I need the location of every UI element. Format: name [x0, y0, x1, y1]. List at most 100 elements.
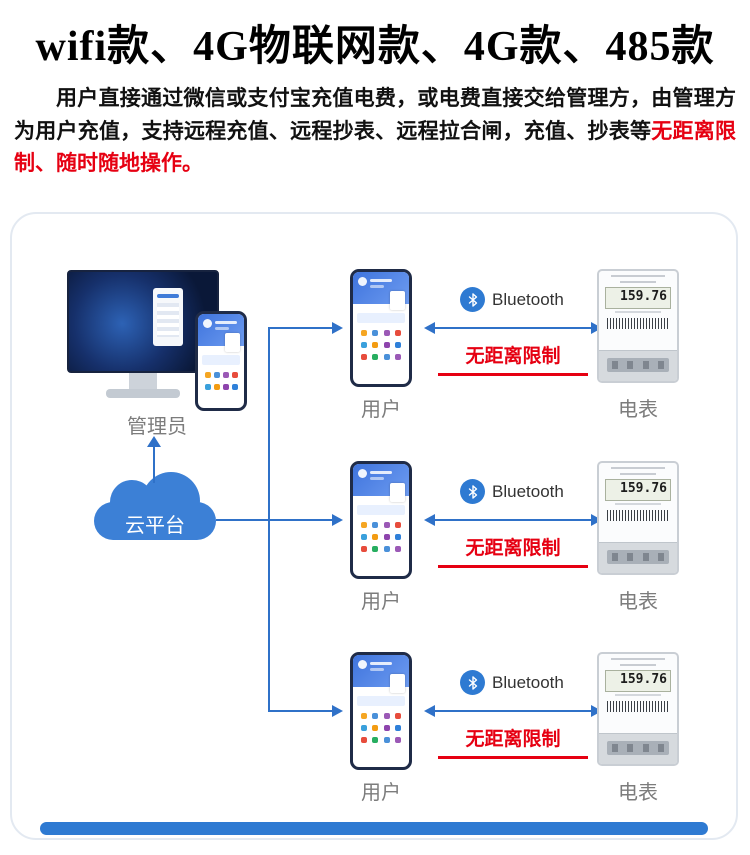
app-icon-dot [204, 372, 211, 378]
monitor-stand-neck [129, 373, 157, 389]
app-icon-dot [213, 384, 220, 390]
row-arrow-line [270, 327, 332, 329]
text-line [370, 477, 384, 480]
app-icon-dot [372, 330, 379, 336]
diagram-panel: 管理员 云平台 用户 Blueto [10, 212, 738, 840]
flow-row: 用户 Bluetooth 无距离限制 159.76 电表 [342, 269, 722, 429]
app-icon-dot [231, 372, 238, 378]
dashboard-card [153, 288, 183, 346]
meter-text-line [620, 281, 656, 283]
app-icon-dot [360, 354, 367, 360]
meter-terminal-block [607, 741, 669, 755]
app-header [353, 272, 409, 310]
app-icon-dot [395, 725, 402, 731]
cloud-to-admin-arrow-line [153, 447, 155, 483]
app-card [390, 483, 405, 502]
avatar [358, 469, 367, 478]
no-distance-limit-label: 无距离限制 [438, 533, 588, 568]
footer-bar [40, 822, 708, 835]
app-icon-dot [372, 713, 379, 719]
app-card [225, 333, 240, 352]
app-icon-dot [372, 534, 379, 540]
app-icon-dot [395, 522, 402, 528]
app-icon-dot [395, 342, 402, 348]
user-label: 用户 [361, 782, 401, 804]
electric-meter-illustration: 159.76 [597, 269, 679, 383]
row-arrow-head [332, 705, 343, 717]
app-icon-dot [360, 534, 367, 540]
row-arrow-head [332, 322, 343, 334]
app-icon-dot [360, 713, 367, 719]
row-arrow-line [270, 519, 332, 521]
meter-lower-housing [599, 350, 677, 381]
app-icon-dot [395, 534, 402, 540]
app-icon-dot [383, 342, 390, 348]
no-distance-limit-label: 无距离限制 [438, 341, 588, 376]
app-icon-dot [383, 354, 390, 360]
flow-row: 用户 Bluetooth 无距离限制 159.76 电表 [342, 461, 722, 621]
app-banner [202, 355, 240, 365]
avatar [203, 319, 212, 328]
intro-paragraph: 用户直接通过微信或支付宝充值电费，或电费直接交给管理方，由管理方为用户充值，支持… [14, 83, 736, 181]
app-icon-dot [383, 725, 390, 731]
app-card [390, 291, 405, 310]
text-line [370, 662, 392, 665]
app-icon-dot [360, 737, 367, 743]
user-label: 用户 [361, 399, 401, 421]
bluetooth-icon [460, 670, 485, 695]
meter-barcode [607, 701, 669, 712]
app-header [353, 464, 409, 502]
text-line [370, 471, 392, 474]
user-label: 用户 [361, 591, 401, 613]
app-icon-dot [360, 330, 367, 336]
bluetooth-label: Bluetooth [492, 290, 564, 309]
meter-text-line [614, 503, 662, 505]
app-card [390, 674, 405, 693]
flow-row: 用户 Bluetooth 无距离限制 159.76 电表 [342, 652, 722, 812]
meter-text-line [610, 467, 666, 469]
bluetooth-label: Bluetooth [492, 673, 564, 692]
meter-display: 159.76 [605, 287, 671, 309]
app-icon-dot [383, 713, 390, 719]
user-phone-illustration [350, 269, 412, 387]
cloud-platform-label: 云平台 [125, 515, 185, 537]
text-line [370, 279, 392, 282]
app-icon-dot [383, 330, 390, 336]
app-icon-dot [395, 354, 402, 360]
app-icon-grid [353, 519, 409, 555]
cloud-connector-line [216, 519, 270, 521]
meter-terminal-block [607, 550, 669, 564]
app-icon-dot [360, 546, 367, 552]
meter-display: 159.76 [605, 479, 671, 501]
app-icon-dot [213, 372, 220, 378]
meter-text-line [620, 664, 656, 666]
app-icon-grid [353, 710, 409, 746]
text-line [370, 285, 384, 288]
app-icon-dot [383, 534, 390, 540]
app-header [198, 314, 244, 352]
app-banner [357, 313, 405, 323]
meter-lower-housing [599, 733, 677, 764]
app-icon-dot [383, 522, 390, 528]
avatar [358, 660, 367, 669]
bluetooth-label: Bluetooth [492, 482, 564, 501]
app-icon-dot [383, 546, 390, 552]
meter-text-line [614, 311, 662, 313]
app-icon-dot [372, 522, 379, 528]
app-icon-dot [395, 546, 402, 552]
app-icon-dot [395, 713, 402, 719]
text-line [215, 327, 229, 330]
app-header [353, 655, 409, 693]
electric-meter-illustration: 159.76 [597, 461, 679, 575]
meter-text-line [610, 658, 666, 660]
no-distance-limit-label: 无距离限制 [438, 724, 588, 759]
app-icon-dot [372, 725, 379, 731]
row-arrow-head [332, 514, 343, 526]
app-icon-dot [372, 354, 379, 360]
app-icon-dot [395, 330, 402, 336]
app-icon-dot [222, 384, 229, 390]
app-icon-dot [360, 342, 367, 348]
app-banner [357, 696, 405, 706]
cloud-platform-shape [94, 472, 216, 540]
app-icon-dot [360, 725, 367, 731]
